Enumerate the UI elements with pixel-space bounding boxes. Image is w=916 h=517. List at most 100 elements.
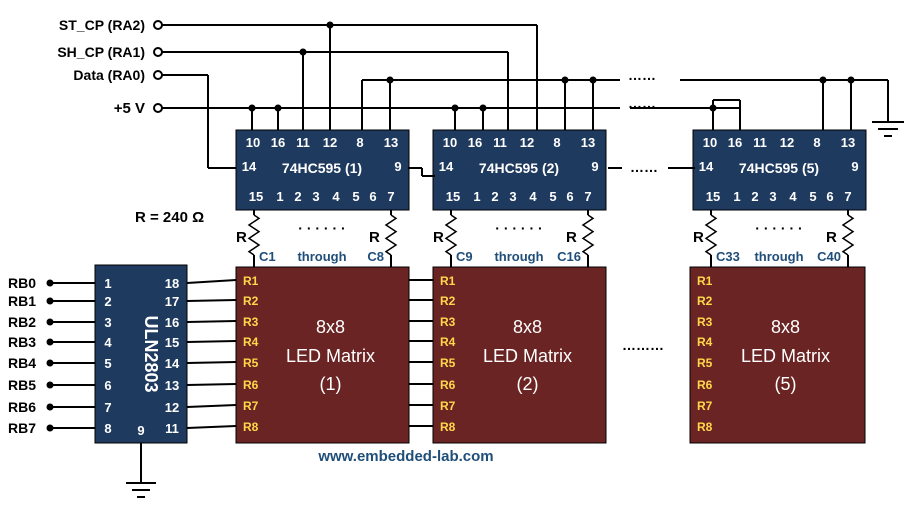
matrix-type-label: LED Matrix [286,346,375,366]
port-b-label: RB2 [8,314,36,330]
pin-label: 14 [699,159,714,174]
column-start-label: C33 [716,249,740,264]
pin-label: 8 [813,135,820,150]
pin-label: 14 [439,159,454,174]
port-b-label: RB0 [8,275,36,291]
row-label: R3 [697,315,713,329]
ellipsis-chain: …… [630,159,658,175]
matrix-type-label: LED Matrix [741,346,830,366]
row-label: R7 [243,399,259,413]
pin-label: 4 [529,189,537,204]
pin-label: 4 [789,189,797,204]
pin-label: 1 [473,189,480,204]
pin-label: 3 [509,189,516,204]
port-terminal [46,297,54,305]
row-label: R3 [243,315,259,329]
column-end-label: C40 [817,249,841,264]
pin-label: 12 [323,135,337,150]
pin-label: 13 [384,135,398,150]
resistor [704,214,718,256]
vcc-label: +5 V [114,100,145,117]
pin-label: 12 [520,135,534,150]
pin-label: 6 [826,189,833,204]
pin-label: 8 [356,135,363,150]
pin-label: 11 [296,135,310,150]
port-b-label: RB3 [8,334,36,350]
pin-label: 13 [581,135,595,150]
pin-label: 9 [394,159,401,174]
pin-label: 1 [733,189,740,204]
port-b-label: RB7 [8,420,36,436]
pin-label: 4 [104,335,112,350]
pin-label: 2 [751,189,758,204]
pin-label: 5 [809,189,816,204]
matrix-type-label: LED Matrix [483,346,572,366]
pin-label: 6 [104,378,111,393]
matrix-body [432,266,607,444]
resistor [444,214,458,256]
uln2803-body [94,264,188,444]
pin-label: 18 [165,276,179,291]
gnd-pin-label: 9 [137,423,144,438]
ellipsis-vcc: …… [628,95,656,111]
pin-label: 3 [104,315,111,330]
port-terminal [46,424,54,432]
resistor-value-label: R = 240 Ω [135,209,204,226]
column-through-label: through [297,249,346,264]
row-label: R2 [243,294,259,308]
row-label: R4 [697,335,713,349]
port-b-label: RB4 [8,355,36,371]
pin-label: 2 [491,189,498,204]
pin-label: 9 [591,159,598,174]
pin-label: 11 [753,135,767,150]
pin-label: 16 [728,135,742,150]
st-cp-terminal [153,20,163,30]
row-label: R5 [440,356,456,370]
data-label: Data (RA0) [73,67,145,83]
chip-label: 74HC595 (2) [479,160,559,176]
st-cp-label: ST_CP (RA2) [59,17,145,33]
row-label: R7 [440,399,456,413]
pin-label: 7 [104,400,111,415]
pin-label: 8 [553,135,560,150]
resistor [841,214,855,256]
matrix-size-label: 8x8 [316,317,345,337]
pin-label: 16 [165,315,179,330]
resistor-dots: · · · · · · [495,220,542,236]
pin-label: 16 [271,135,285,150]
row-label: R6 [440,378,456,392]
pin-label: 11 [165,421,179,436]
row-label: R1 [697,274,713,288]
row-label: R8 [243,420,259,434]
row-label: R5 [697,356,713,370]
pin-label: 3 [312,189,319,204]
port-terminal [46,403,54,411]
pin-label: 5 [549,189,556,204]
resistor-label: R [369,229,380,246]
row-label: R2 [697,294,713,308]
column-start-label: C1 [259,249,276,264]
vcc-terminal [153,103,163,113]
row-label: R5 [243,356,259,370]
pin-label: 7 [387,189,394,204]
matrix-body [689,266,866,444]
pin-label: 3 [769,189,776,204]
column-start-label: C9 [456,249,473,264]
uln2803-name: ULN2803 [141,315,161,392]
pin-label: 14 [165,356,180,371]
sh-cp-label: SH_CP (RA1) [57,44,145,60]
resistor-label: R [566,229,577,246]
column-end-label: C16 [557,249,581,264]
resistor-dots: · · · · · · [755,220,802,236]
input-terminals [153,20,163,113]
chip-body [432,129,607,211]
chip-label: 74HC595 (5) [739,160,819,176]
port-terminal [46,338,54,346]
row-label: R3 [440,315,456,329]
pin-label: 17 [165,294,179,309]
